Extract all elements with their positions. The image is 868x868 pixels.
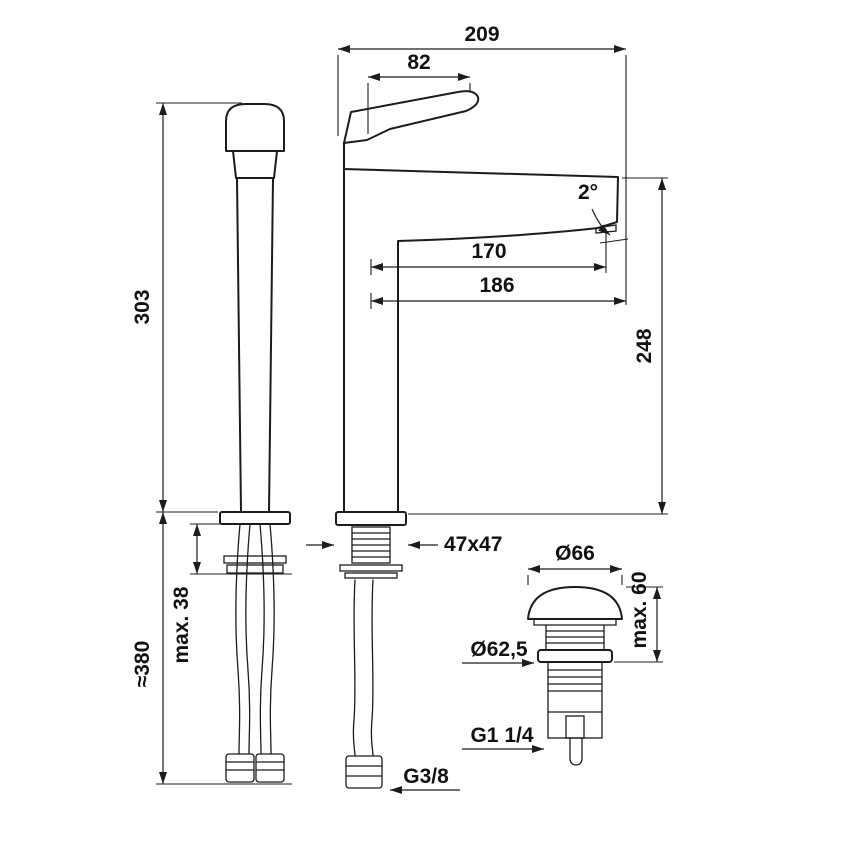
waste-neck xyxy=(545,624,605,651)
dim-170-label: 170 xyxy=(471,240,506,263)
dim-o66-label: Ø66 xyxy=(555,542,595,565)
dim-angle-2deg: 2° xyxy=(578,181,629,244)
dim-g38: G3/8 xyxy=(390,765,460,794)
dim-g38-label: G3/8 xyxy=(403,765,449,788)
dim-186: 186 xyxy=(370,274,626,309)
waste-cap xyxy=(527,586,623,620)
dim-380: ≈380 xyxy=(131,512,292,785)
dim-47x47: 47x47 xyxy=(306,533,502,556)
hose-nut-right xyxy=(255,753,285,783)
dim-g114: G1 1/4 xyxy=(462,724,544,753)
dim-186-label: 186 xyxy=(479,274,514,297)
dim-max38-label: max. 38 xyxy=(170,586,193,663)
dim-max38: max. 38 xyxy=(170,523,292,664)
dim-o66: Ø66 xyxy=(527,542,623,585)
handle-collar xyxy=(232,150,278,179)
dim-248-label: 248 xyxy=(633,328,656,363)
waste-cap-rim xyxy=(533,618,617,626)
supply-hose-front-left xyxy=(352,579,356,757)
handle-lever xyxy=(343,90,480,144)
dim-303: 303 xyxy=(131,102,242,513)
dim-g114-label: G1 1/4 xyxy=(470,724,533,747)
hose-nut-left xyxy=(225,753,255,783)
dim-209: 209 xyxy=(337,23,627,305)
dim-170: 170 xyxy=(370,233,607,275)
dim-248: 248 xyxy=(408,177,668,515)
supply-hose-right-inner xyxy=(259,523,265,755)
waste-valve-view xyxy=(527,586,623,766)
faucet-side-view xyxy=(219,103,291,783)
faucet-body-spout xyxy=(343,142,619,513)
dim-209-label: 209 xyxy=(464,23,499,46)
supply-hose-left-outer xyxy=(235,523,241,755)
base-flange-side xyxy=(219,511,291,525)
faucet-profile-view xyxy=(335,90,619,789)
dim-o625-label: Ø62,5 xyxy=(470,638,528,661)
supply-hose-front-right xyxy=(370,579,374,757)
threaded-shank xyxy=(351,526,391,564)
waste-threaded-body xyxy=(547,661,603,739)
dim-47x47-label: 47x47 xyxy=(444,533,502,556)
dim-angle-label: 2° xyxy=(578,181,598,204)
waste-flange xyxy=(537,649,613,663)
dim-o625: Ø62,5 xyxy=(462,638,534,667)
hose-nut-front xyxy=(345,755,383,789)
dim-380-label: ≈380 xyxy=(131,641,154,688)
dim-max60: max. 60 xyxy=(614,571,663,663)
dim-max60-label: max. 60 xyxy=(628,571,651,648)
supply-hose-right-outer xyxy=(269,523,275,755)
dim-82-label: 82 xyxy=(407,51,430,74)
waste-pin xyxy=(569,737,583,766)
dim-303-label: 303 xyxy=(131,289,154,324)
mounting-washer xyxy=(223,555,287,564)
faucet-body-side xyxy=(236,177,274,513)
dim-82: 82 xyxy=(367,51,471,134)
fixing-washer xyxy=(339,564,403,572)
handle-knob xyxy=(225,103,285,152)
supply-hose-left-inner xyxy=(245,523,251,755)
base-flange-front xyxy=(335,511,407,526)
fixing-nut xyxy=(344,572,398,579)
mounting-nut xyxy=(226,564,284,574)
